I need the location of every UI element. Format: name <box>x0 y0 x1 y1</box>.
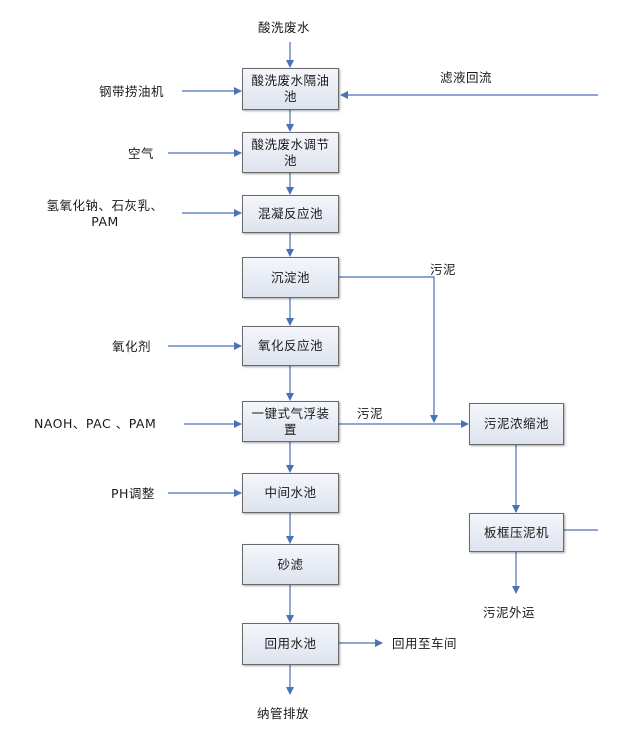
label-acid-wastewater: 酸洗废水 <box>258 20 311 35</box>
label-air: 空气 <box>128 146 155 161</box>
box-sedimentation: 沉淀池 <box>242 257 339 298</box>
label-chemicals-line2: PAM <box>91 214 119 229</box>
label-sewer-discharge: 纳管排放 <box>257 706 310 721</box>
box-filter-press: 板框压泥机 <box>469 513 564 552</box>
label-reuse-workshop: 回用至车间 <box>392 636 458 651</box>
label-ph-adjust: PH调整 <box>111 486 155 501</box>
label-steel-belt: 钢带捞油机 <box>99 84 165 99</box>
box-oxidation: 氧化反应池 <box>242 326 339 366</box>
label-sludge-flotation: 污泥 <box>357 406 384 421</box>
box-middle-pool: 中间水池 <box>242 473 339 513</box>
label-chemicals-line1: 氢氧化钠、石灰乳、 <box>46 198 164 213</box>
label-naoh-pac-pam: NAOH、PAC 、PAM <box>34 416 157 431</box>
label-sludge-sedimentation: 污泥 <box>430 262 457 277</box>
box-acid-adjust: 酸洗废水调节池 <box>242 132 339 173</box>
label-filtrate-return: 滤液回流 <box>440 70 493 85</box>
label-sludge-out: 污泥外运 <box>483 605 536 620</box>
box-acid-separator: 酸洗废水隔油池 <box>242 68 339 110</box>
arrow-sludge-sedimentation <box>339 276 438 423</box>
box-sand-filter: 砂滤 <box>242 544 339 585</box>
box-reuse-pool: 回用水池 <box>242 623 339 665</box>
box-flotation: 一键式气浮装置 <box>242 401 339 442</box>
label-oxidant: 氧化剂 <box>112 339 152 354</box>
box-sludge-thickener: 污泥浓缩池 <box>469 403 564 445</box>
box-coagulation: 混凝反应池 <box>242 195 339 233</box>
